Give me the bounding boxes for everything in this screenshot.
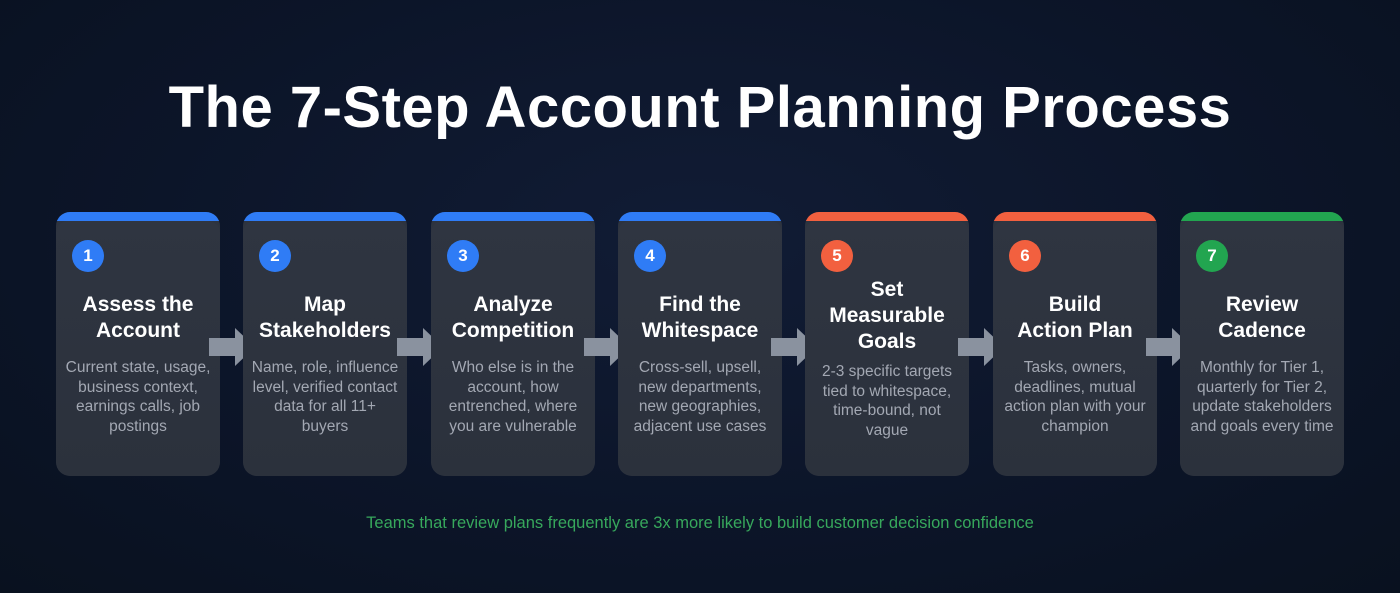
page-title: The 7-Step Account Planning Process	[168, 75, 1232, 140]
step-title-line: Account	[96, 319, 180, 342]
step-number-badge: 7	[1196, 240, 1228, 272]
step-title-line: Find the	[659, 293, 741, 316]
accent-bar	[243, 212, 407, 221]
step-title-line: Stakeholders	[259, 319, 391, 342]
step-title: Find the Whitespace	[622, 292, 778, 344]
step-number-badge: 5	[821, 240, 853, 272]
step-title: Build Action Plan	[997, 292, 1153, 344]
step-title: Assess the Account	[60, 292, 216, 344]
step-number-badge: 6	[1009, 240, 1041, 272]
step-number-badge: 4	[634, 240, 666, 272]
step-title-line: Analyze	[473, 293, 553, 316]
accent-bar	[618, 212, 782, 221]
step-card-5: 5 Set Measurable Goals 2-3 specific targ…	[805, 212, 969, 476]
step-description: Current state, usage, business context, …	[65, 359, 211, 435]
accent-bar	[805, 212, 969, 221]
step-card-3: 3 Analyze Competition Who else is in the…	[431, 212, 595, 476]
accent-bar	[993, 212, 1157, 221]
step-title: Set Measurable Goals	[809, 277, 965, 355]
step-title: Map Stakeholders	[247, 292, 403, 344]
step-card-7: 7 Review Cadence Monthly for Tier 1, qua…	[1180, 212, 1344, 476]
right-arrow-icon	[958, 328, 1004, 366]
step-title-line: Build	[1048, 293, 1102, 316]
step-card-6: 6 Build Action Plan Tasks, owners, deadl…	[993, 212, 1157, 476]
step-title: Analyze Competition	[435, 292, 591, 344]
step-title-line: Set	[870, 278, 904, 301]
step-description: Monthly for Tier 1, quarterly for Tier 2…	[1190, 359, 1334, 435]
accent-bar	[431, 212, 595, 221]
step-description: Cross-sell, upsell, new departments, new…	[633, 359, 767, 435]
step-description: Tasks, owners, deadlines, mutual action …	[1004, 359, 1146, 435]
step-title-line: Action Plan	[1017, 319, 1133, 342]
accent-bar	[56, 212, 220, 221]
accent-bar	[1180, 212, 1344, 221]
step-title-line: Review	[1225, 293, 1299, 316]
step-description: 2-3 specific targets tied to whitespace,…	[821, 363, 953, 439]
step-number-badge: 2	[259, 240, 291, 272]
step-card-4: 4 Find the Whitespace Cross-sell, upsell…	[618, 212, 782, 476]
step-number-badge: 1	[72, 240, 104, 272]
step-title-line: Whitespace	[641, 319, 759, 342]
step-title-line: Assess the	[82, 293, 194, 316]
step-title-line: Goals	[857, 330, 917, 353]
process-steps: 1 Assess the Account Current state, usag…	[56, 212, 1346, 477]
step-card-1: 1 Assess the Account Current state, usag…	[56, 212, 220, 476]
step-title-line: Measurable	[829, 304, 945, 327]
step-description: Who else is in the account, how entrench…	[448, 359, 578, 435]
step-title-line: Competition	[451, 319, 575, 342]
step-card-2: 2 Map Stakeholders Name, role, influence…	[243, 212, 407, 476]
step-title: Review Cadence	[1184, 292, 1340, 344]
step-description: Name, role, influence level, verified co…	[251, 359, 399, 435]
step-title-line: Cadence	[1218, 319, 1306, 342]
step-number-badge: 3	[447, 240, 479, 272]
footer-stat: Teams that review plans frequently are 3…	[366, 514, 1034, 532]
step-title-line: Map	[304, 293, 346, 316]
